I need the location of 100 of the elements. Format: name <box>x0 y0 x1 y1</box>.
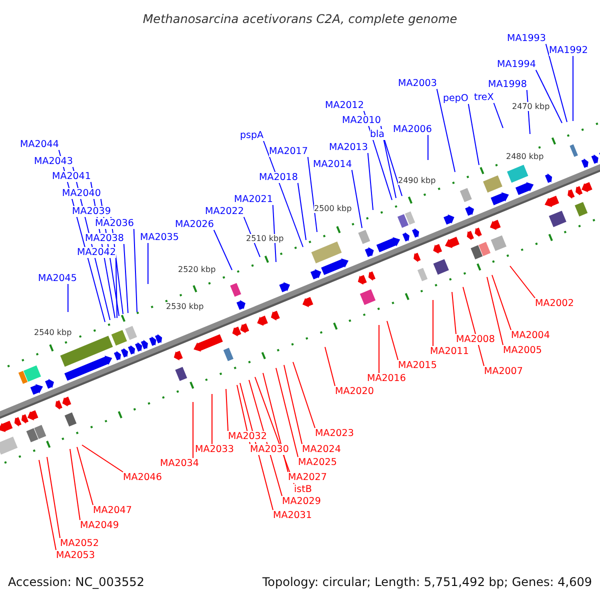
leader-line <box>38 460 56 550</box>
leader-line <box>510 266 536 298</box>
footer-text: Topology: circular; Length: 5,751,492 bp; Genes: 4,609 <box>262 575 592 589</box>
gene-label: MA2020 <box>335 386 374 397</box>
gene-label: MA2006 <box>393 124 432 135</box>
gene-label: MA2022 <box>205 206 244 217</box>
scale-label: 2540 kbp <box>34 328 72 337</box>
gene-label: istB <box>294 484 312 495</box>
gene-label: treX <box>474 92 494 103</box>
leader-line <box>263 140 304 248</box>
gene-label: MA2046 <box>123 472 162 483</box>
gene-label: MA2011 <box>430 346 469 357</box>
leader-line <box>284 364 302 444</box>
scale-label: 2470 kbp <box>512 102 550 111</box>
leader-line <box>272 204 276 262</box>
leader-line <box>572 56 574 122</box>
gene-label: MA2034 <box>160 458 199 469</box>
leader-line <box>378 324 380 374</box>
gene-label: MA2041 <box>52 171 91 182</box>
leader-line <box>432 300 434 346</box>
title: Methanosarcina acetivorans C2A, complete genome <box>142 11 458 28</box>
scale-label: 2520 kbp <box>178 265 216 274</box>
leader-line <box>70 448 80 520</box>
gene-label: MA2024 <box>302 444 341 455</box>
gene-label: MA2027 <box>288 472 327 483</box>
leader-line <box>351 170 362 228</box>
gene-label: MA2039 <box>72 206 111 217</box>
gene-label: MA1994 <box>497 59 536 70</box>
gene-label: MA2042 <box>77 247 116 258</box>
leader-line <box>115 258 118 318</box>
gene-label: MA2036 <box>95 218 134 229</box>
leader-line <box>386 320 398 360</box>
gene-label: MA2052 <box>60 538 99 549</box>
leader-line <box>192 402 194 458</box>
leader-line <box>297 182 306 240</box>
leader-line <box>468 104 480 166</box>
gene-label: MA2025 <box>298 457 337 468</box>
leader-line <box>535 70 562 124</box>
leader-line <box>486 276 504 346</box>
gene-label: MA2032 <box>228 431 267 442</box>
gene-label: MA2047 <box>93 505 132 516</box>
gene-label: pspA <box>240 130 264 141</box>
leader-line <box>307 156 318 232</box>
gene-label: MA2018 <box>259 172 298 183</box>
gene-label: MA2029 <box>282 496 321 507</box>
gene-label: MA2002 <box>535 298 574 309</box>
scale-label: 2510 kbp <box>246 234 284 243</box>
gene-label: MA2044 <box>20 139 59 150</box>
gene-label: pepO <box>443 93 468 104</box>
leader-line <box>46 456 60 538</box>
leader-line <box>452 292 456 334</box>
gene-label: MA2012 <box>325 100 364 111</box>
gene-label: MA2021 <box>234 194 273 205</box>
leader-line <box>262 372 288 472</box>
gene-label: MA2008 <box>456 334 495 345</box>
gene-label: MA2005 <box>503 345 542 356</box>
scale-label: 2480 kbp <box>506 152 544 161</box>
gene-label: MA2049 <box>80 520 119 531</box>
leader-line <box>292 362 316 428</box>
gene-label: MA2013 <box>329 142 368 153</box>
gene-label: bla <box>370 129 384 140</box>
leader-line <box>226 388 228 432</box>
gene-label: MA2016 <box>367 373 406 384</box>
leader-line <box>76 446 94 506</box>
leader-line <box>82 444 124 472</box>
leader-line <box>133 228 138 312</box>
leader-line <box>545 44 568 122</box>
gene-label: MA2033 <box>195 444 234 455</box>
scale-label: 2490 kbp <box>398 176 436 185</box>
gene-label: MA2007 <box>484 366 523 377</box>
gene-label: MA1998 <box>488 79 527 90</box>
gene-label: MA2003 <box>398 78 437 89</box>
leader-line <box>492 274 512 330</box>
leader-line <box>324 346 336 386</box>
gene-label: MA2043 <box>34 156 73 167</box>
gene-label: MA2014 <box>313 159 352 170</box>
scale-label: 2530 kbp <box>166 302 204 311</box>
leader-line <box>493 102 504 128</box>
leader-line <box>123 244 128 314</box>
gene-label: MA2053 <box>56 550 95 561</box>
gene-label: MA2015 <box>398 360 437 371</box>
gene-label: MA1993 <box>507 33 546 44</box>
gene-label: MA2035 <box>140 232 179 243</box>
leader-line <box>436 88 456 172</box>
gene-label: MA2010 <box>342 115 381 126</box>
leader-line <box>213 230 232 270</box>
gene-label: MA2030 <box>250 444 289 455</box>
scale-label: 2500 kbp <box>314 204 352 213</box>
gene-label: MA2031 <box>273 510 312 521</box>
gene-label: MA2045 <box>38 273 77 284</box>
gene-label: MA2004 <box>511 330 550 341</box>
gene-label: MA2038 <box>85 233 124 244</box>
gene-label: MA2017 <box>269 146 308 157</box>
footer-text: Accession: NC_003552 <box>8 575 144 589</box>
leader-line <box>384 140 402 196</box>
gene-label: MA1992 <box>549 45 588 56</box>
gene-label: MA2023 <box>315 428 354 439</box>
gene-label: MA2026 <box>175 219 214 230</box>
leader-line <box>380 126 396 198</box>
leader-line <box>276 368 298 458</box>
